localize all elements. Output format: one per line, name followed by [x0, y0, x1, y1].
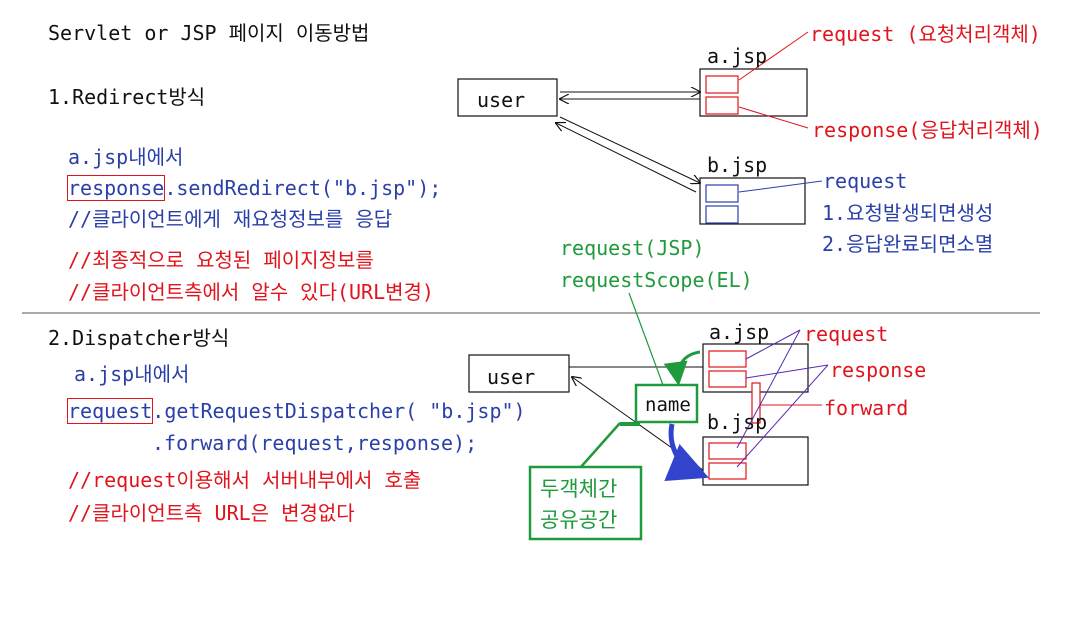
scope-jsp: request(JSP): [560, 236, 705, 260]
dispatcher-a-jsp-label: a.jsp: [709, 320, 770, 344]
b-request-note-line: [738, 180, 823, 193]
redirect-comment-3: //클라이언트측에서 알수 있다(URL변경): [68, 280, 434, 304]
redirect-user-to-b-arrow: [559, 116, 700, 183]
forward-slot: [751, 382, 761, 424]
req-line-b: [736, 329, 801, 449]
redirect-a-response-slot: [705, 96, 739, 115]
dispatcher-a-response-slot: [708, 370, 747, 388]
dispatcher-code-2: .forward(request,response);: [152, 431, 478, 455]
b-step-1: 1.요청발생되면생성: [822, 201, 994, 225]
name-box: [634, 383, 699, 424]
redirect-b-jsp-label: b.jsp: [707, 153, 768, 177]
dispatcher-a-request-slot: [708, 350, 747, 368]
dispatcher-user-label: user: [487, 365, 536, 389]
dispatcher-code-object: request: [66, 398, 154, 424]
shared-space-pointer: [579, 422, 621, 469]
redirect-a-request-slot: [705, 75, 739, 94]
dispatcher-request-label: request: [804, 322, 889, 346]
forward-blue-arrow: [664, 423, 709, 481]
redirect-code-rest: .sendRedirect("b.jsp");: [164, 176, 442, 200]
redirect-context: a.jsp내에서: [68, 145, 184, 169]
redirect-comment-2: //최종적으로 요청된 페이지정보를: [68, 248, 374, 272]
request-note-line: [738, 31, 809, 81]
redirect-user-label: user: [477, 88, 526, 112]
response-note: response(응답처리객체): [812, 118, 1043, 142]
dispatcher-code-1: request.getRequestDispatcher( "b.jsp"): [66, 398, 526, 424]
dispatcher-context: a.jsp내에서: [74, 362, 190, 386]
dispatcher-user-box: [468, 354, 570, 393]
redirect-b-response-slot: [705, 205, 739, 224]
dispatcher-comment-1: //request이용해서 서버내부에서 호출: [68, 468, 422, 492]
b-step-2: 2.응답완료되면소멸: [822, 232, 994, 256]
shared-space-line-2: 공유공간: [540, 508, 618, 532]
redirect-comment-1: //클라이언트에게 재요청정보를 응답: [68, 207, 393, 231]
shared-space-box: [528, 465, 643, 541]
dispatcher-b-request-slot: [708, 442, 747, 460]
redirect-b-request-slot: [705, 184, 739, 203]
shared-space-line-1: 두객체간: [540, 477, 618, 501]
redirect-b-to-user-arrow: [556, 123, 697, 193]
response-note-line: [738, 106, 809, 129]
scope-pointer-line: [628, 292, 664, 386]
redirect-user-box: [457, 78, 558, 117]
dispatcher-response-label: response: [830, 358, 927, 382]
dispatcher-forward-label: forward: [824, 396, 909, 420]
name-label: name: [645, 394, 691, 416]
scope-to-a-arrow: [663, 350, 701, 386]
page-title: Servlet or JSP 페이지 이동방법: [48, 21, 370, 45]
scope-el: requestScope(EL): [560, 268, 753, 292]
redirect-code: response.sendRedirect("b.jsp");: [66, 175, 442, 201]
redirect-code-object: response: [66, 175, 166, 201]
request-note: request (요청처리객체): [810, 22, 1041, 46]
req-line-a: [745, 329, 801, 360]
resp-line-a: [745, 364, 829, 379]
b-request-note: request: [823, 169, 908, 193]
redirect-heading: 1.Redirect방식: [48, 85, 206, 109]
dispatcher-b-jsp-label: b.jsp: [707, 410, 768, 434]
resp-line-b: [736, 364, 829, 468]
dispatcher-heading: 2.Dispatcher방식: [48, 326, 230, 350]
dispatcher-b-response-slot: [708, 462, 747, 480]
redirect-a-jsp-label: a.jsp: [707, 44, 768, 68]
dispatcher-code-rest-1: .getRequestDispatcher( "b.jsp"): [152, 399, 526, 423]
dispatcher-comment-2: //클라이언트측 URL은 변경없다: [68, 501, 355, 525]
